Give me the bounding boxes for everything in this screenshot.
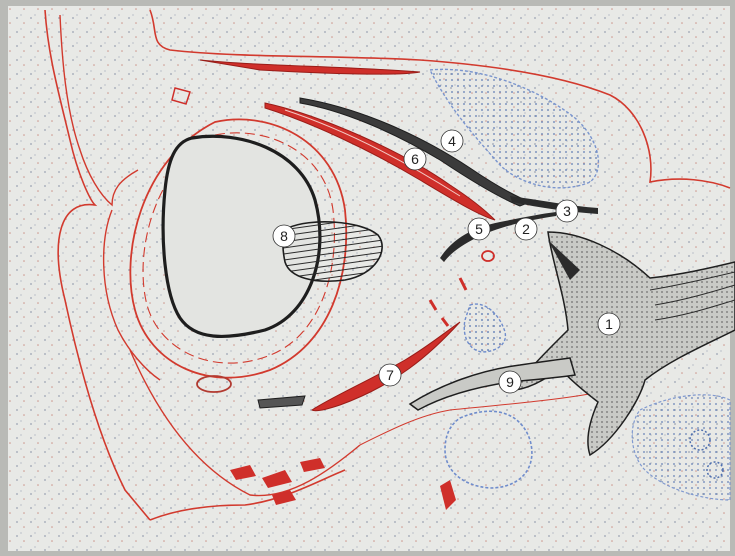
label-4-text: 4: [448, 133, 456, 149]
label-3: 3: [556, 200, 578, 222]
label-9-text: 9: [506, 374, 514, 390]
label-5-text: 5: [475, 221, 483, 237]
label-8: 8: [273, 225, 295, 247]
label-1-text: 1: [605, 316, 613, 332]
label-8-text: 8: [280, 228, 288, 244]
label-7: 7: [379, 364, 401, 386]
label-6: 6: [404, 148, 426, 170]
label-2: 2: [515, 218, 537, 240]
label-5: 5: [468, 218, 490, 240]
label-2-text: 2: [522, 221, 530, 237]
label-9: 9: [499, 371, 521, 393]
label-3-text: 3: [563, 203, 571, 219]
label-1: 1: [598, 313, 620, 335]
label-7-text: 7: [386, 367, 394, 383]
label-4: 4: [441, 130, 463, 152]
label-6-text: 6: [411, 151, 419, 167]
structure-8: [283, 222, 382, 281]
